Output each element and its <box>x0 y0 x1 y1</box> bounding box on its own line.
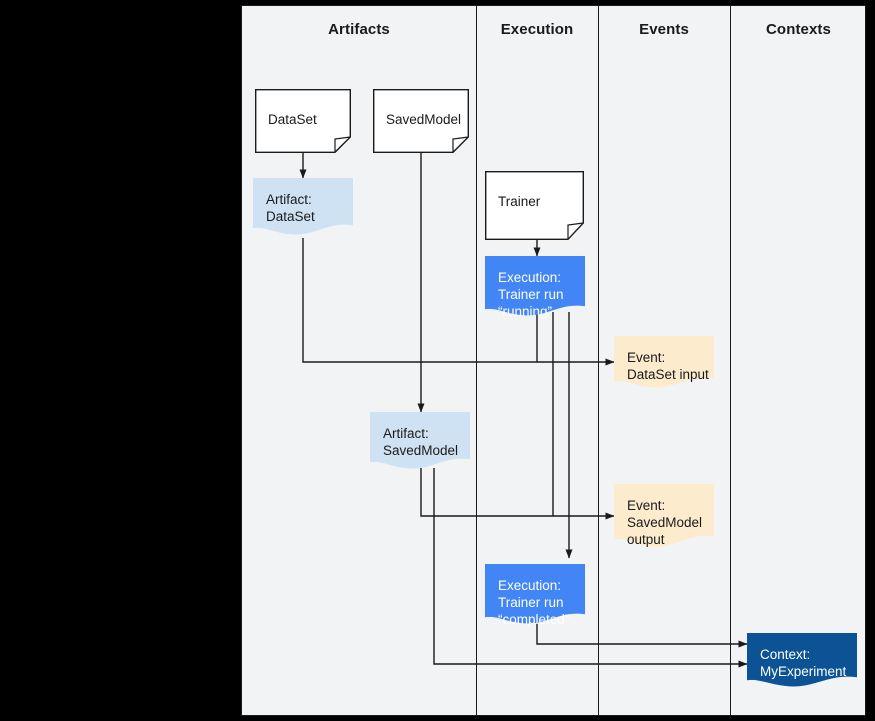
node-label: Artifact: SavedModel <box>383 426 459 458</box>
node-label: DataSet <box>268 112 317 127</box>
node-artifact-savedmodel[interactable]: Artifact: SavedModel <box>370 412 470 472</box>
artifact-shape <box>253 178 353 235</box>
node-context-myexperiment[interactable]: Context: MyExperiment <box>747 633 857 689</box>
wire-artifact-savedmodel-to-context <box>433 468 748 668</box>
lane-divider-artifacts-execution <box>476 6 477 715</box>
lane-title-artifacts: Artifacts <box>328 21 390 38</box>
execution-shape <box>485 256 585 316</box>
document-shape <box>485 171 584 240</box>
node-label: Event: DataSet input <box>627 350 709 382</box>
node-label: Trainer <box>498 194 541 209</box>
lane-title-execution: Execution <box>500 21 574 38</box>
node-artifact-dataset[interactable]: Artifact: DataSet <box>253 178 353 238</box>
document-shape <box>373 89 469 153</box>
context-shape <box>747 633 857 687</box>
event-shape <box>614 484 714 547</box>
document-shape <box>255 89 351 153</box>
node-event-savedmodel-output[interactable]: Event: SavedModel output <box>614 484 714 550</box>
lane-title-contexts: Contexts <box>766 21 831 38</box>
execution-shape <box>485 564 585 624</box>
node-label: Execution: Trainer run “running” <box>498 270 564 319</box>
node-label: Artifact: DataSet <box>266 192 315 224</box>
artifact-shape <box>370 412 470 469</box>
swimlane-diagram: Artifacts Execution Events Contexts <box>241 5 866 716</box>
node-savedmodel-type[interactable]: SavedModel <box>373 89 469 153</box>
node-execution-completed[interactable]: Execution: Trainer run “completed” <box>485 564 585 627</box>
node-event-dataset-input[interactable]: Event: DataSet input <box>614 336 714 390</box>
node-label: Context: MyExperiment <box>760 647 847 679</box>
connector-lines <box>299 152 748 668</box>
event-shape <box>614 336 714 388</box>
wire-artifact-dataset-to-event <box>302 238 615 366</box>
lane-divider-events-contexts <box>730 6 731 715</box>
wire-artifact-savedmodel-to-event <box>420 468 615 520</box>
node-label: Execution: Trainer run “completed” <box>498 578 570 627</box>
lane-title-events: Events <box>639 21 689 38</box>
node-dataset-type[interactable]: DataSet <box>255 89 351 153</box>
node-label: SavedModel <box>386 112 462 127</box>
node-execution-running[interactable]: Execution: Trainer run “running” <box>485 256 585 319</box>
node-label: Event: SavedModel output <box>627 498 703 547</box>
lane-divider-execution-events <box>598 6 599 715</box>
wire-execution-completed-to-context <box>536 620 748 648</box>
node-trainer-type[interactable]: Trainer <box>485 171 584 240</box>
